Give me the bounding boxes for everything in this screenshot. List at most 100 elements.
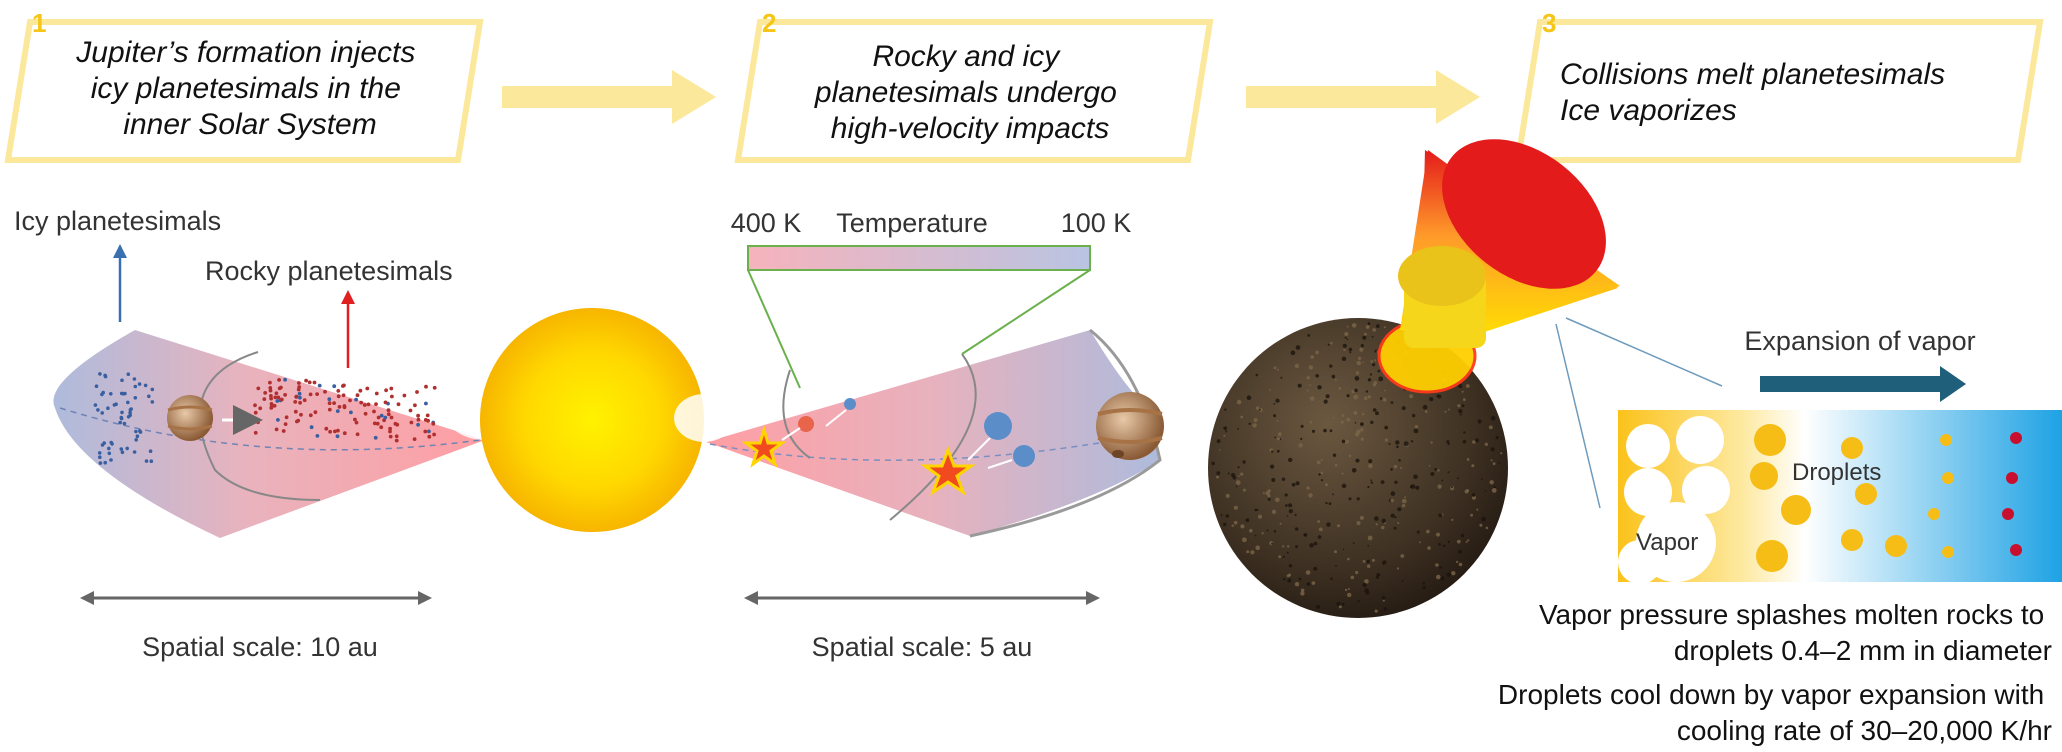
icy-dot xyxy=(150,400,155,404)
rocky-dot xyxy=(376,415,381,420)
rock-speckle xyxy=(1375,523,1378,526)
rocky-dot xyxy=(293,409,298,414)
rock-speckle xyxy=(1271,450,1274,453)
vapor-label: Vapor xyxy=(1636,529,1698,556)
rocky-dot xyxy=(298,395,302,400)
rocky-dot xyxy=(293,400,298,404)
rock-speckle xyxy=(1422,585,1426,590)
rock-speckle xyxy=(1356,497,1360,501)
rock-speckle xyxy=(1288,573,1291,577)
step-2-number: 2 xyxy=(762,8,776,38)
rock-speckle xyxy=(1346,394,1350,398)
rock-speckle xyxy=(1375,575,1379,579)
rocky-dot xyxy=(333,429,337,434)
rock-speckle xyxy=(1294,513,1297,517)
rock-speckle xyxy=(1298,443,1303,448)
icy-dot xyxy=(98,455,102,460)
rock-speckle xyxy=(1300,588,1305,593)
rock-speckle xyxy=(1447,471,1450,474)
rock-speckle xyxy=(1279,522,1282,525)
rock-speckle xyxy=(1438,513,1443,518)
rock-speckle xyxy=(1491,488,1497,493)
rock-speckle xyxy=(1254,508,1257,512)
rock-speckle xyxy=(1394,516,1397,519)
rock-speckle xyxy=(1320,458,1323,461)
rock-speckle xyxy=(1367,544,1370,547)
rocky-dot xyxy=(336,428,340,433)
rock-speckle xyxy=(1287,545,1290,548)
rocky-dot xyxy=(268,380,272,385)
rock-speckle xyxy=(1458,384,1463,389)
rock-speckle xyxy=(1275,497,1280,503)
rock-speckle xyxy=(1235,480,1241,485)
rock-speckle xyxy=(1361,412,1365,416)
rocky-dot xyxy=(336,394,341,399)
rock-speckle xyxy=(1273,414,1277,418)
rock-speckle xyxy=(1223,426,1228,431)
icy-dot xyxy=(94,384,99,389)
icy-dot xyxy=(119,415,124,420)
rocky-dot xyxy=(308,392,313,397)
rock-speckle xyxy=(1342,548,1345,551)
rocky-dot xyxy=(388,426,392,431)
rock-speckle xyxy=(1390,491,1396,496)
rock-speckle xyxy=(1337,524,1340,528)
rock-speckle xyxy=(1246,395,1252,401)
rocky-dot xyxy=(355,432,360,437)
rocky-dot xyxy=(279,385,283,390)
rock-speckle xyxy=(1308,493,1313,498)
rocky-dot xyxy=(416,422,420,427)
icy-dot xyxy=(134,429,138,434)
rock-speckle xyxy=(1348,497,1352,501)
rocky-dot xyxy=(383,400,388,405)
temp-hot-label: 400 K xyxy=(731,208,802,238)
rocky-dot xyxy=(298,400,302,405)
droplet xyxy=(1855,483,1877,505)
jupiter-icon xyxy=(167,395,213,441)
rock-speckle xyxy=(1404,496,1406,499)
rocky-dot xyxy=(365,386,370,391)
rock-speckle xyxy=(1457,404,1461,408)
scale-bar-1 xyxy=(80,591,432,605)
rocky-dot xyxy=(304,378,308,383)
rock-speckle xyxy=(1285,504,1288,507)
rock-speckle xyxy=(1258,514,1262,519)
icy-dot xyxy=(148,449,153,454)
rock-speckle xyxy=(1374,359,1377,362)
rock-speckle xyxy=(1266,529,1269,532)
rock-speckle xyxy=(1393,526,1397,530)
rocky-dot xyxy=(374,402,378,406)
droplet xyxy=(1940,434,1952,446)
icy-dot xyxy=(112,403,117,407)
rock-speckle xyxy=(1330,577,1333,581)
rock-speckle xyxy=(1450,486,1453,489)
process-arrow-2-to-3 xyxy=(1246,70,1480,124)
icy-dot xyxy=(100,443,105,447)
rocky-dot xyxy=(384,388,388,393)
rock-speckle xyxy=(1372,363,1376,367)
droplet xyxy=(1942,472,1954,484)
collision-star-icon-large xyxy=(920,445,976,496)
rock-speckle xyxy=(1238,475,1240,478)
rock-speckle xyxy=(1344,331,1349,337)
rock-speckle xyxy=(1351,468,1357,473)
rock-speckle xyxy=(1329,364,1333,368)
icy-dot xyxy=(120,450,125,455)
rock-speckle xyxy=(1444,410,1447,413)
rock-speckle xyxy=(1372,328,1376,332)
rock-speckle xyxy=(1424,410,1428,413)
rock-speckle xyxy=(1333,417,1335,419)
rocky-dot xyxy=(341,384,345,388)
rock-speckle xyxy=(1384,389,1386,392)
step-2-title: Rocky and icy planetesimals undergo high… xyxy=(814,40,1125,145)
rock-speckle xyxy=(1315,350,1319,355)
rock-speckle xyxy=(1352,542,1355,544)
rock-speckle xyxy=(1383,326,1386,329)
rocky-dot xyxy=(402,393,407,398)
rock-speckle xyxy=(1355,371,1360,375)
rock-speckle xyxy=(1341,602,1345,606)
rock-speckle xyxy=(1242,488,1246,492)
rock-speckle xyxy=(1355,458,1360,463)
icy-dot xyxy=(97,451,102,455)
rock-speckle xyxy=(1261,532,1264,535)
